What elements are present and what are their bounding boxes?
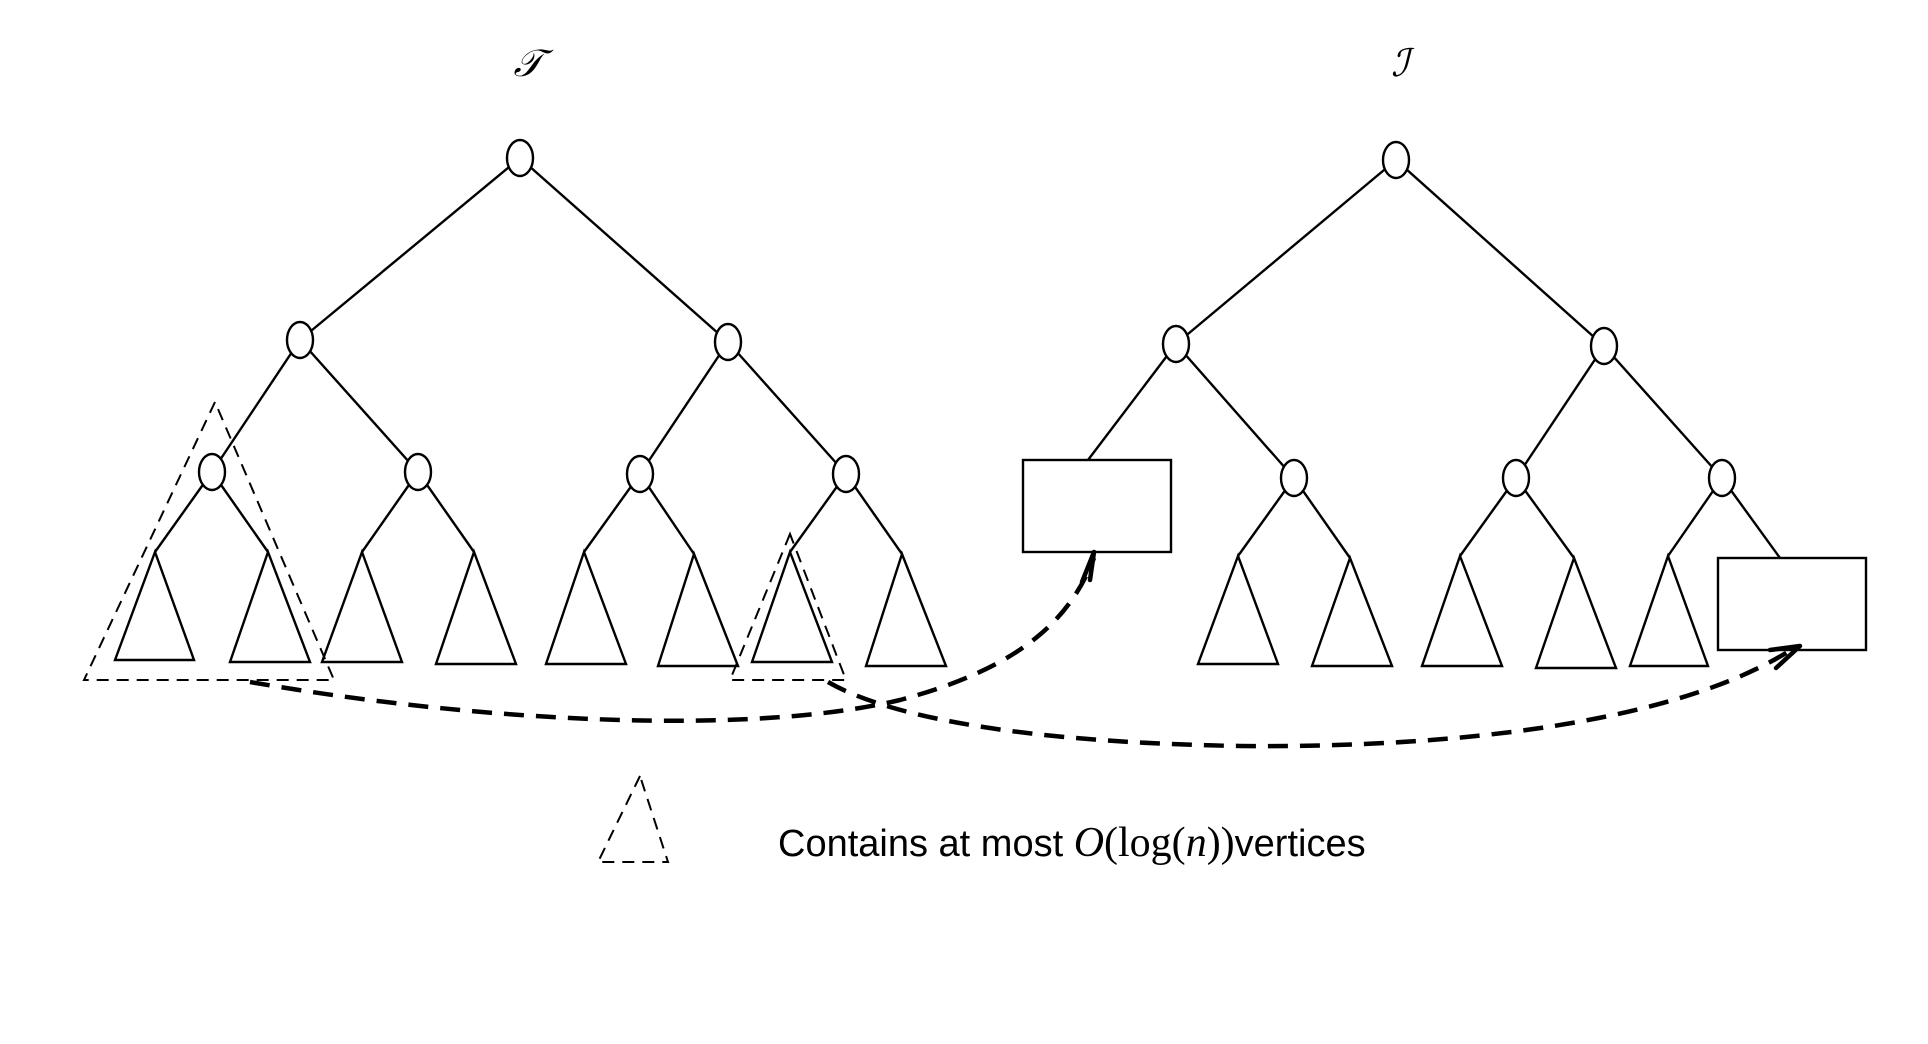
edge <box>519 157 729 343</box>
tree-node <box>831 454 861 494</box>
edge <box>1175 159 1397 345</box>
subtree-triangle <box>1534 554 1618 670</box>
edge <box>639 341 729 475</box>
subtree-triangle <box>750 548 834 664</box>
tree-node <box>505 138 535 178</box>
left-tree-dashed-regions <box>82 399 848 681</box>
left-tree <box>82 138 948 681</box>
tree-node <box>1707 458 1737 498</box>
tree-node <box>1381 140 1411 180</box>
mapping-arrows <box>249 549 1803 749</box>
subtree-triangle <box>228 548 312 664</box>
subtree-triangle <box>1628 552 1710 668</box>
edge <box>1175 343 1295 479</box>
subtree-triangle <box>1310 554 1394 668</box>
legend-math-open: (log( <box>1104 820 1186 866</box>
edge <box>727 341 847 475</box>
tree-node <box>403 452 433 492</box>
right-tree-nodes <box>1161 140 1737 498</box>
tree-node <box>197 452 227 492</box>
subtree-triangle <box>434 548 518 666</box>
edge <box>1603 345 1723 479</box>
tree-node <box>1589 326 1619 366</box>
legend-suffix: vertices <box>1235 823 1366 865</box>
left-tree-label: 𝒯 <box>513 41 553 85</box>
right-tree-subtrees <box>1196 552 1710 670</box>
tree-node <box>285 320 315 360</box>
tree-node <box>625 454 655 494</box>
arrow-head <box>1767 643 1803 671</box>
legend: Contains at most O(log(n))vertices <box>596 773 1366 866</box>
edge <box>299 157 521 341</box>
dashed-region-large <box>82 399 336 681</box>
left-tree-subtrees <box>113 548 948 668</box>
right-tree-label: ℐ <box>1391 41 1415 85</box>
right-tree-boxes <box>1021 458 1868 652</box>
edge <box>1515 345 1605 479</box>
tree-node <box>1279 458 1309 498</box>
edge <box>211 339 301 473</box>
left-tree-nodes <box>197 138 861 494</box>
tree-node <box>1501 458 1531 498</box>
edge <box>1395 159 1605 347</box>
right-tree-edges <box>1087 159 1781 559</box>
right-tree <box>1021 140 1868 670</box>
contracted-subtree-box <box>1716 556 1868 652</box>
edge <box>299 339 419 473</box>
subtree-triangle <box>1420 552 1504 668</box>
subtree-triangle <box>864 550 948 668</box>
legend-prefix: Contains at most <box>778 823 1074 865</box>
subtree-triangle <box>1196 552 1280 666</box>
legend-math-n: n <box>1186 820 1207 866</box>
edge <box>1087 343 1177 461</box>
contracted-subtree-box <box>1021 458 1173 554</box>
subtree-triangle <box>656 550 740 668</box>
legend-text: Contains at most O(log(n))vertices <box>778 820 1366 866</box>
dashed-triangle-icon <box>596 773 670 863</box>
tree-node <box>713 322 743 362</box>
legend-math-close: )) <box>1207 820 1235 866</box>
tree-node <box>1161 324 1191 364</box>
arrow-head <box>1079 549 1097 585</box>
subtree-triangle <box>320 548 404 664</box>
subtree-triangle <box>113 548 196 662</box>
legend-math-o: O <box>1074 820 1104 866</box>
subtree-triangle <box>544 548 628 666</box>
left-tree-edges <box>154 157 903 555</box>
mapping-arrow <box>249 557 1097 723</box>
